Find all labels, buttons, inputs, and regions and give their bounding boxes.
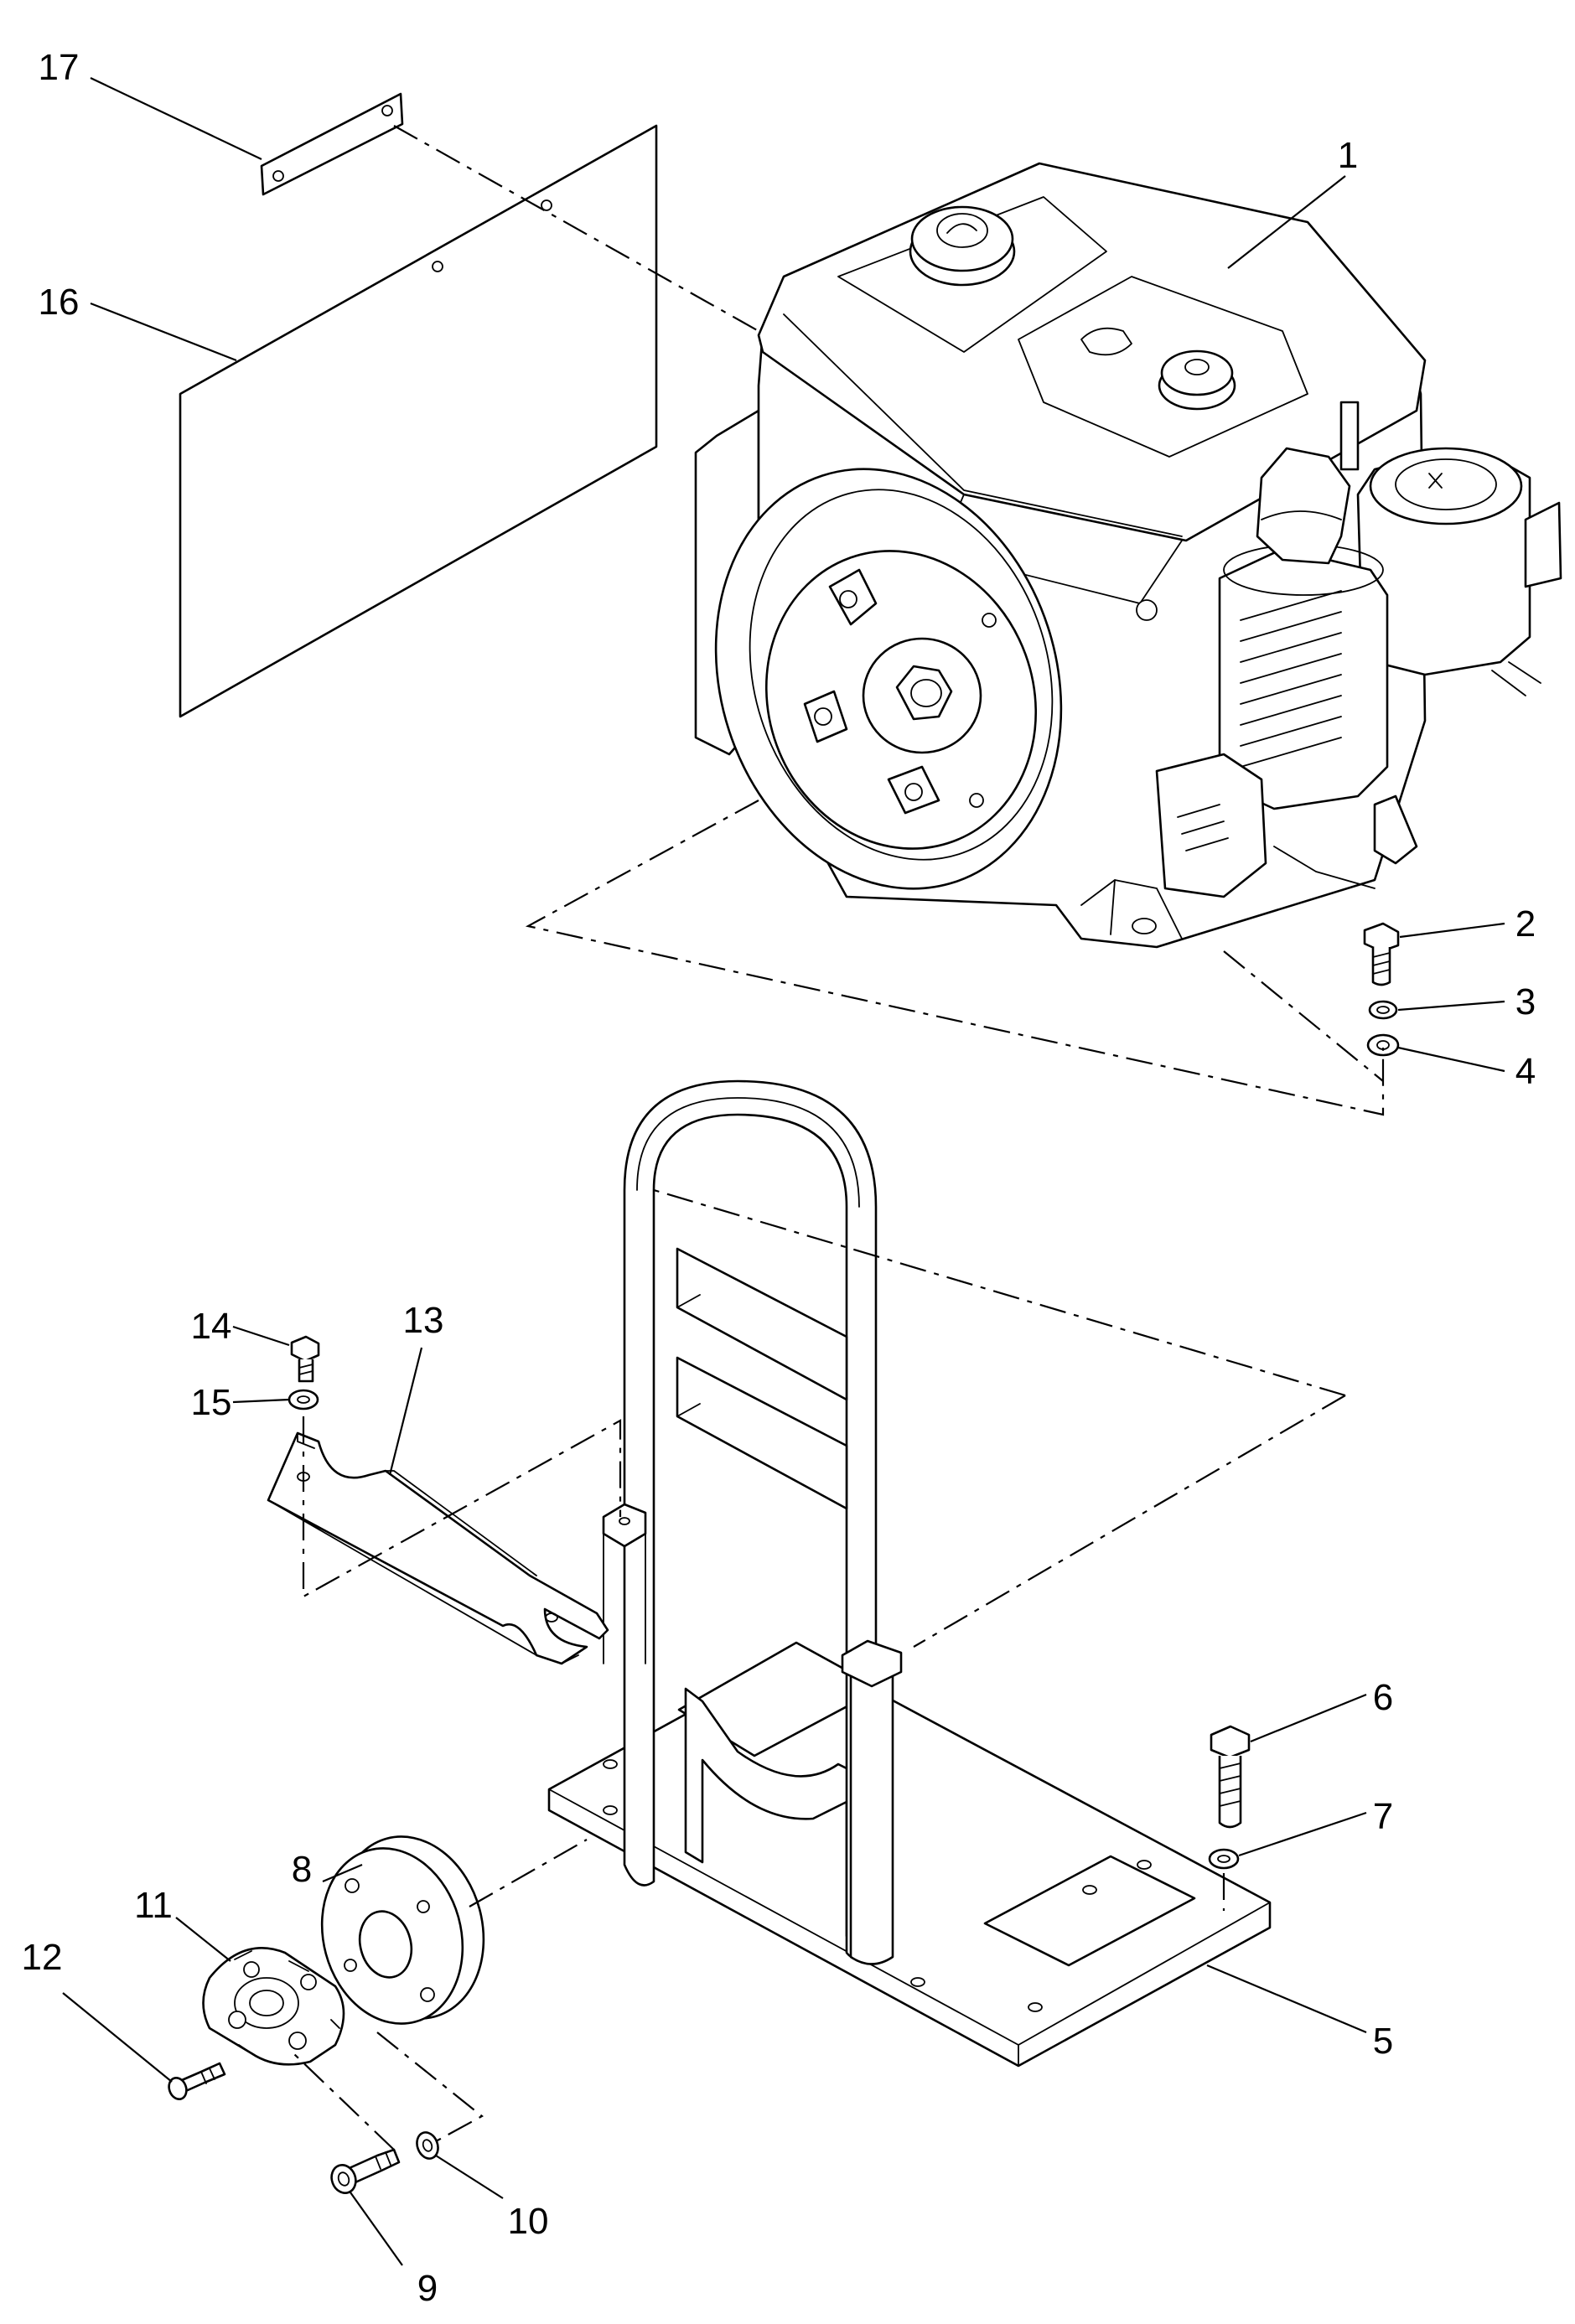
callout-4: 4	[1515, 1051, 1536, 1092]
part-2-bolt	[1363, 922, 1400, 986]
part-6-bolt	[1210, 1725, 1251, 1829]
part-8-flange	[320, 1835, 485, 2025]
part-1-engine	[694, 162, 1562, 949]
part-4-washer	[1366, 1033, 1400, 1057]
callout-5: 5	[1373, 2021, 1393, 2062]
callout-7: 7	[1373, 1796, 1393, 1837]
part-15-washer	[288, 1389, 319, 1410]
callout-17: 17	[39, 47, 80, 88]
part-13-bracket	[267, 1431, 609, 1665]
callout-3: 3	[1515, 981, 1536, 1022]
part-14-bolt	[290, 1335, 320, 1383]
assembly-dashed-lines	[293, 125, 1385, 2151]
leader-lines	[62, 77, 1505, 2266]
callout-9: 9	[417, 2268, 438, 2309]
callout-14: 14	[191, 1306, 232, 1347]
part-16-label-sheet	[179, 124, 658, 718]
callout-2: 2	[1515, 903, 1536, 945]
callout-13: 13	[403, 1300, 444, 1341]
muffler-slots	[1240, 590, 1342, 768]
callout-8: 8	[292, 1849, 312, 1890]
callout-6: 6	[1373, 1677, 1393, 1718]
part-12-bolt	[168, 2062, 226, 2100]
part-9-bolt	[330, 2148, 401, 2194]
callout-16: 16	[39, 282, 80, 323]
callout-labels: 1 2 3 4 5 6 7 8 9 10 11 12 13 14 15 16 1…	[22, 47, 1536, 2309]
part-5-frame	[547, 1079, 1272, 2068]
part-11-coupling	[202, 1946, 345, 2066]
part-7-washer	[1208, 1848, 1240, 1870]
callout-1: 1	[1338, 135, 1358, 176]
callout-10: 10	[508, 2201, 549, 2242]
callout-15: 15	[191, 1382, 232, 1423]
part-3-washer	[1368, 1000, 1398, 1020]
callout-11: 11	[134, 1885, 173, 1926]
flywheel-lugs	[803, 568, 997, 815]
callout-12: 12	[22, 1937, 63, 1978]
part-17-plate	[260, 92, 404, 196]
part-10-washer	[416, 2131, 439, 2160]
